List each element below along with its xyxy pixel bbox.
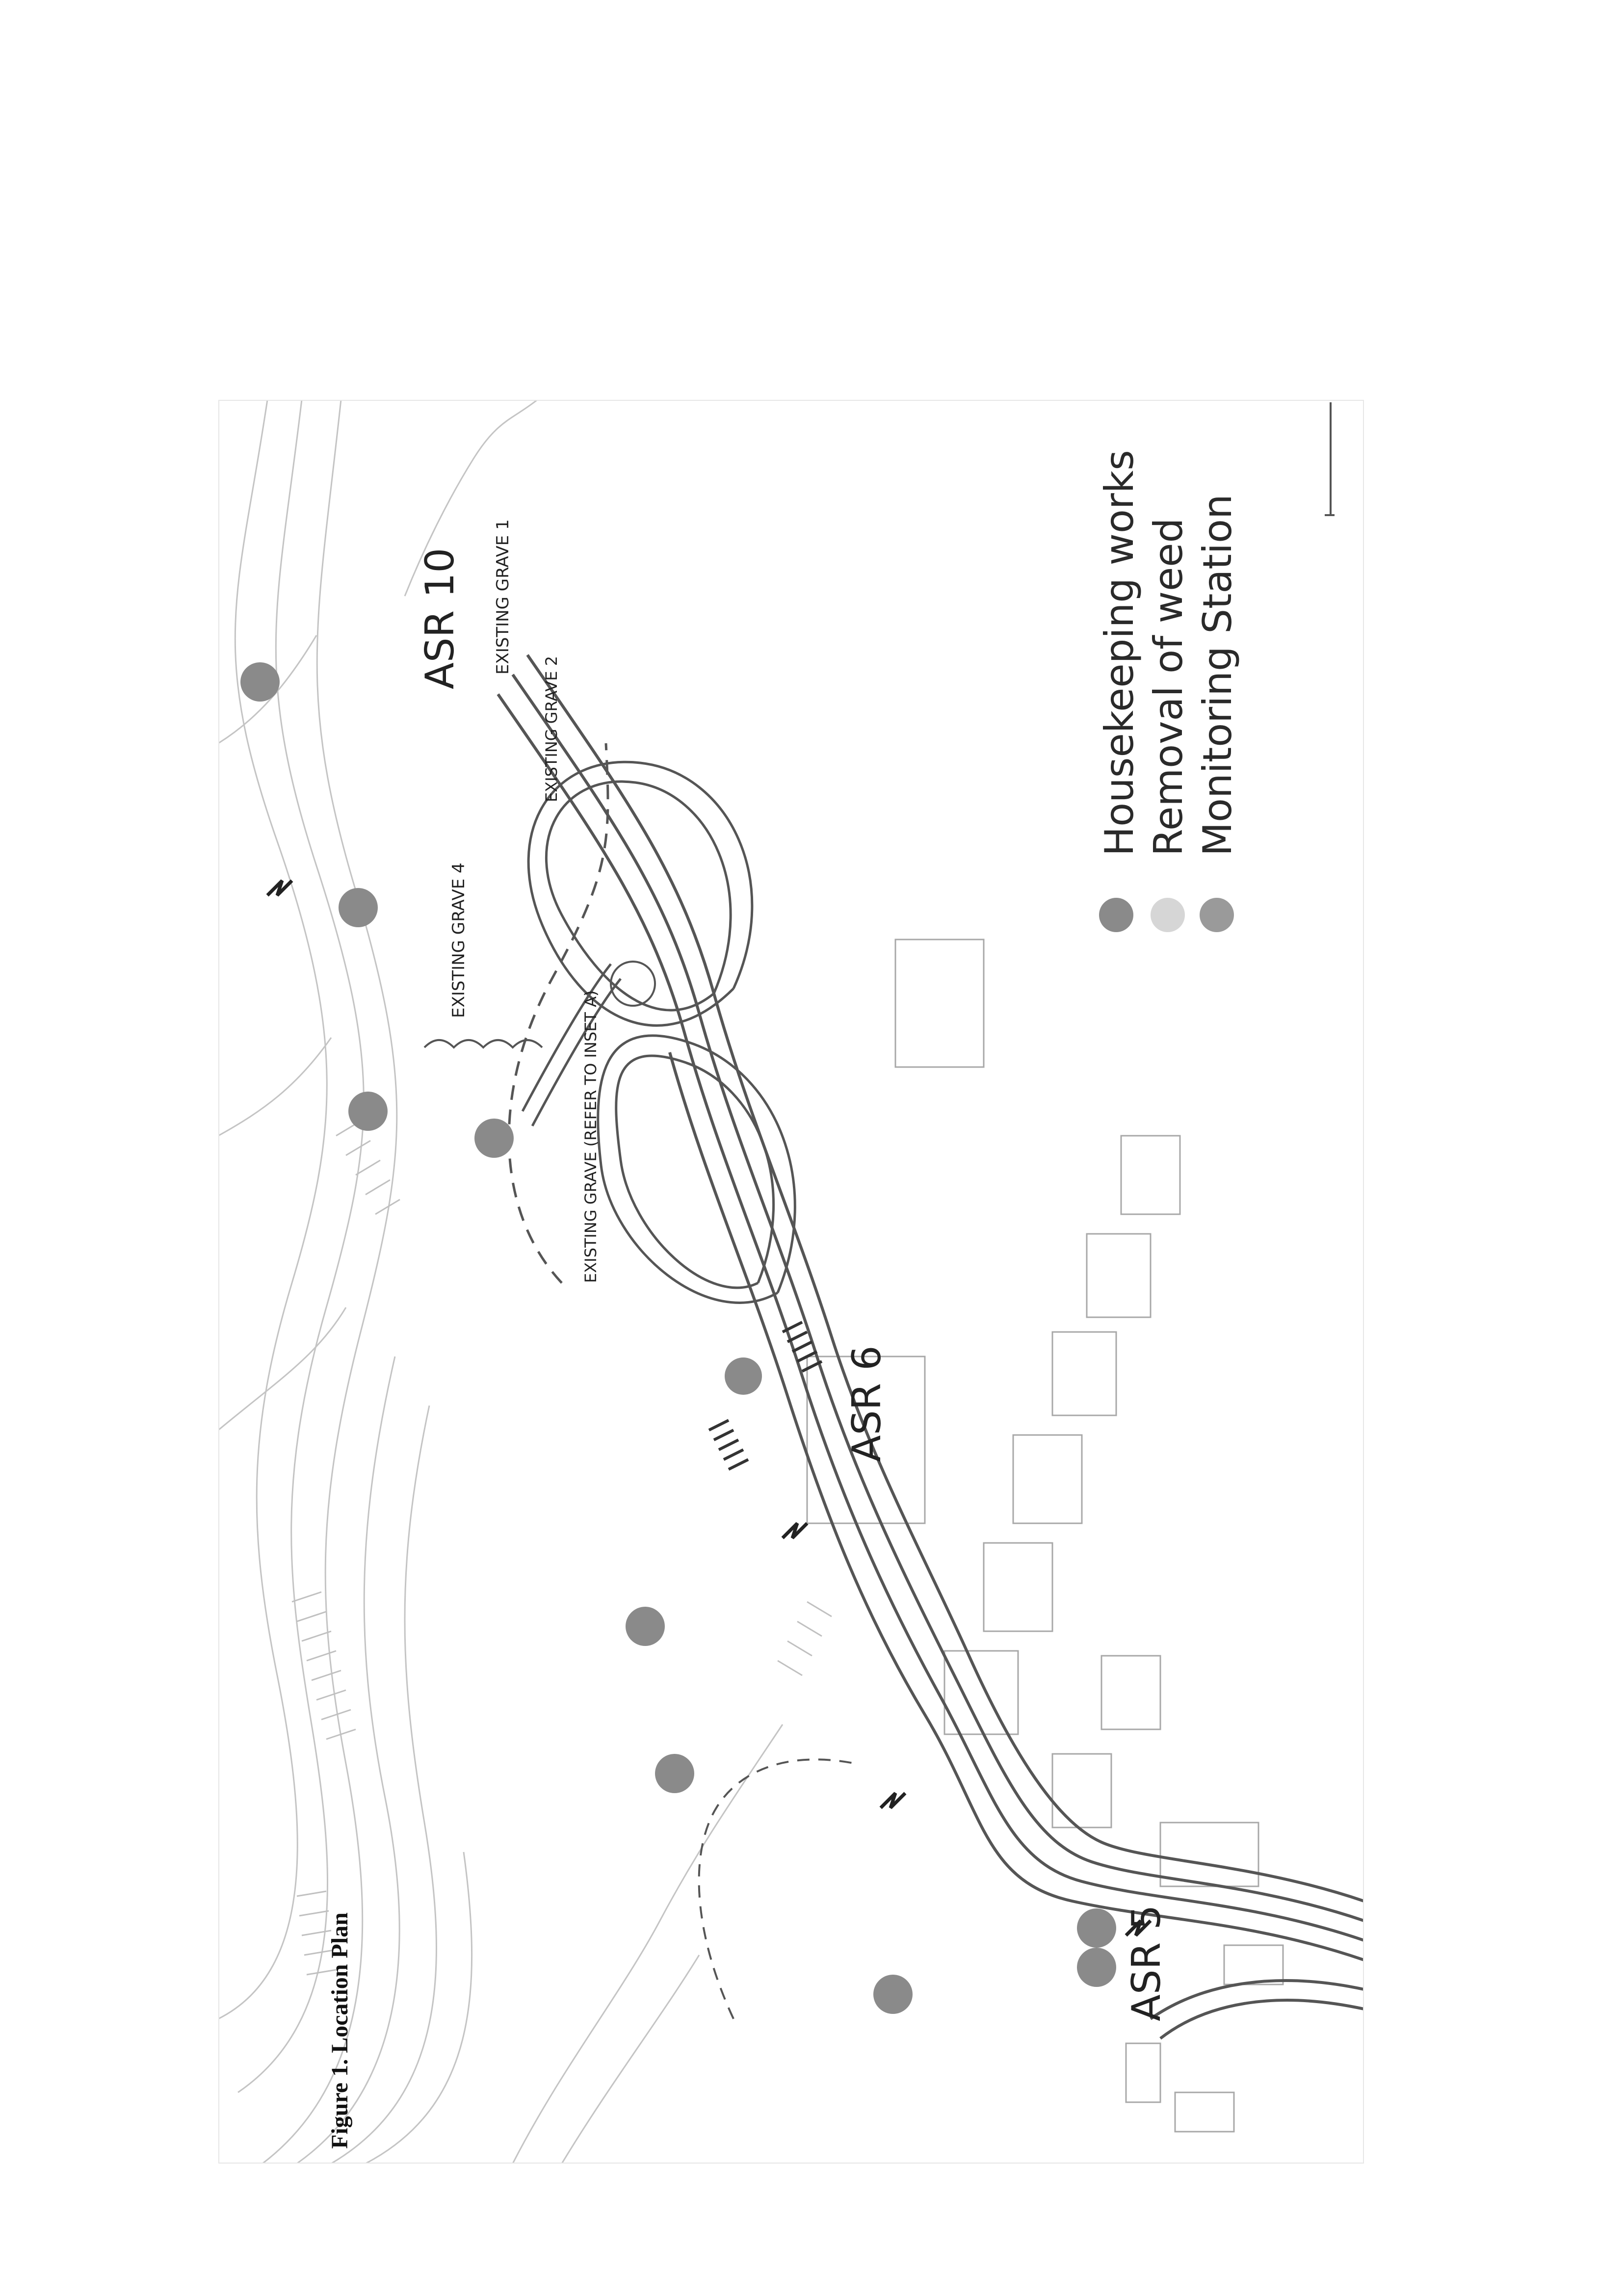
rule-line: [1330, 402, 1332, 515]
label-asr10: ASR 10: [417, 548, 463, 689]
label-existing-grave-4: EXISTING GRAVE 4: [449, 862, 469, 1018]
contour-lines: [218, 400, 784, 2164]
legend-label-weed: Removal of weed: [1146, 518, 1191, 856]
location-plan-map: EXISTING GRAVE 1 EXISTING GRAVE 2 EXISTI…: [218, 400, 1364, 2164]
legend-dot-monitoring: [1200, 898, 1234, 932]
legend-label-housekeeping: Housekeeping works: [1097, 450, 1142, 856]
label-asr5: ASR 5: [1124, 1905, 1169, 2021]
figure-caption: Figure 1. Location Plan: [327, 1912, 353, 2149]
crossing-hatch: [708, 1321, 823, 1471]
vegetation-outline: [423, 1039, 543, 1049]
label-existing-grave-2: EXISTING GRAVE 2: [542, 656, 561, 802]
highway-lines: [497, 654, 1364, 2040]
legend-dot-weed: [1151, 898, 1185, 932]
label-asr6: ASR 6: [844, 1345, 890, 1462]
dashed-boundary: [698, 1758, 857, 2019]
map-svg: [218, 400, 1364, 2164]
site-markers: [240, 662, 1116, 2014]
label-existing-grave-inset: EXISTING GRAVE (REFER TO INSET A): [581, 990, 600, 1283]
label-existing-grave-1: EXISTING GRAVE 1: [493, 519, 513, 675]
slope-hatching: [291, 1120, 832, 1976]
legend-label-monitoring: Monitoring Station: [1195, 494, 1240, 856]
building-footprints: [806, 939, 1284, 2133]
legend-dot-housekeeping: [1099, 898, 1133, 932]
monitoring-station-symbols: [266, 879, 1152, 1937]
interchange-loops: [521, 760, 796, 1304]
rule-tick: [1325, 514, 1335, 516]
